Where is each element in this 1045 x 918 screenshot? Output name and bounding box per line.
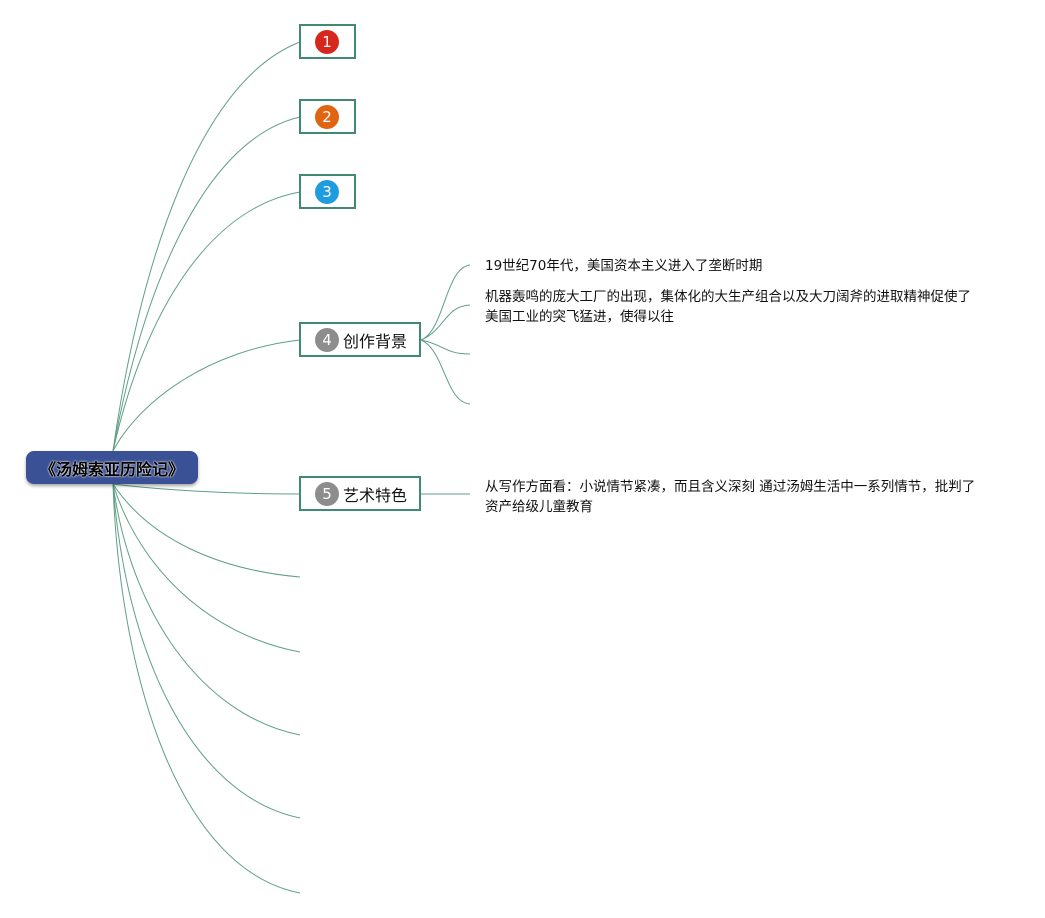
number-badge-3: 3: [315, 179, 339, 204]
subtopic-art-1[interactable]: 从写作方面看：小说情节紧凑，而且含义深刻 通过汤姆生活中一系列情节，批判了资产给…: [485, 479, 976, 515]
number-badge-2: 2: [315, 104, 339, 129]
connector-root-node-2: [112, 116, 301, 452]
topic-node-creation-background[interactable]: 4 创作背景: [299, 322, 421, 357]
connector-node4-child-1: [420, 264, 471, 341]
connector-root-empty-5: [112, 483, 301, 894]
connector-root-node-5: [112, 483, 301, 495]
subtopic-background-2[interactable]: 机器轰鸣的庞大工厂的出现，集体化的大生产组合以及大刀阔斧的进取精神促使了美国工业…: [485, 289, 971, 325]
connector-root-empty-3: [112, 483, 301, 736]
root-title: 《汤姆索亚历险记》: [39, 459, 184, 479]
number-badge-5: 5: [315, 481, 339, 506]
connector-node4-child-4: [420, 339, 471, 405]
topic-node-1[interactable]: 1: [299, 24, 356, 59]
root-topic[interactable]: 《汤姆索亚历险记》: [26, 451, 198, 484]
topic-node-art-features[interactable]: 5 艺术特色: [299, 476, 421, 511]
connector-root-node-1: [112, 41, 301, 452]
connector-root-node-4: [112, 339, 301, 452]
connector-root-empty-4: [112, 483, 301, 819]
topic-label-art-features: 艺术特色: [343, 485, 408, 505]
connector-node4-child-3: [420, 339, 471, 355]
subtopic-background-1[interactable]: 19世纪70年代，美国资本主义进入了垄断时期: [485, 258, 763, 274]
connector-root-empty-1: [112, 483, 301, 578]
topic-node-3[interactable]: 3: [299, 174, 356, 209]
topic-node-2[interactable]: 2: [299, 99, 356, 134]
topic-label-creation-background: 创作背景: [343, 331, 408, 351]
connector-node4-child-2: [420, 304, 471, 341]
connector-root-empty-2: [112, 483, 301, 653]
number-badge-1: 1: [315, 29, 339, 54]
number-badge-4: 4: [315, 327, 339, 352]
connector-root-node-3: [112, 191, 301, 452]
